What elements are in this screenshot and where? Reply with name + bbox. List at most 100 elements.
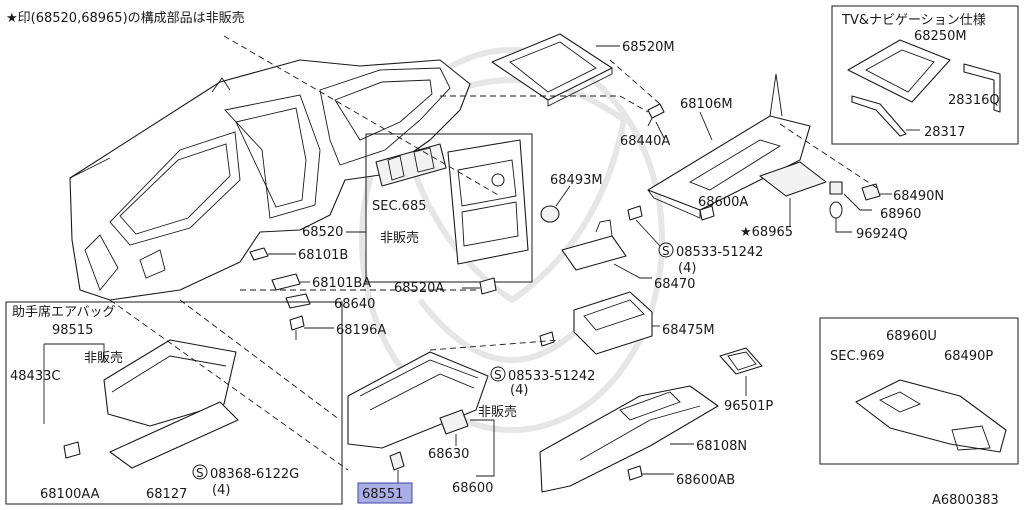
label-hihanbai-1[interactable]: 非販売 (380, 230, 419, 246)
assembly-line-2 (440, 95, 649, 113)
label-68196A[interactable]: 68196A (336, 323, 386, 338)
label-68250M[interactable]: 68250M (914, 29, 967, 44)
part-68101B-clip[interactable] (249, 247, 269, 261)
label-98515[interactable]: 98515 (52, 323, 93, 338)
part-68127-bracket[interactable] (109, 401, 239, 469)
part-sec685-switch[interactable] (375, 143, 447, 187)
leader-96924Q (835, 218, 852, 233)
leader-68600 (470, 419, 495, 477)
part-96501P-tray[interactable] (719, 347, 763, 375)
label-68600[interactable]: 68600 (452, 481, 493, 496)
part-96924Q-ring[interactable] (829, 201, 843, 219)
label-hihanbai-airbag[interactable]: 非販売 (84, 350, 123, 366)
label-68965[interactable]: ★68965 (740, 225, 793, 240)
leader-98515 (44, 343, 105, 362)
assembly-line-3 (609, 59, 661, 105)
label-08533-51242-a[interactable]: 08533-51242 (676, 245, 763, 260)
label-68101B[interactable]: 68101B (298, 248, 348, 263)
label-68520M[interactable]: 68520M (622, 40, 675, 55)
label-68960U[interactable]: 68960U (886, 329, 937, 344)
screw-symbol-b: S (494, 368, 502, 382)
part-console-shell[interactable] (855, 379, 1007, 453)
label-28317[interactable]: 28317 (924, 125, 965, 140)
label-qty-4-b: (4) (510, 383, 528, 398)
part-68600AB-screw[interactable] (627, 465, 643, 481)
assembly-line-8 (429, 339, 561, 351)
label-68108N[interactable]: 68108N (696, 439, 747, 454)
inset-console (819, 317, 1019, 465)
label-68520[interactable]: 68520 (302, 225, 343, 240)
label-08533-51242-b[interactable]: 08533-51242 (508, 369, 595, 384)
screw-symbol-c: S (196, 466, 204, 480)
part-68640-hook[interactable] (285, 293, 311, 309)
label-48433C[interactable]: 48433C (10, 369, 60, 384)
label-68490P[interactable]: 68490P (944, 349, 993, 364)
leader-68960 (843, 193, 872, 211)
label-68520A[interactable]: 68520A (394, 281, 444, 296)
label-68960[interactable]: 68960 (880, 207, 921, 222)
label-hihanbai-2[interactable]: 非販売 (478, 404, 517, 420)
label-68640[interactable]: 68640 (334, 297, 375, 312)
assembly-line-7 (109, 299, 349, 471)
label-68100AA[interactable]: 68100AA (40, 487, 100, 502)
label-qty-4-a: (4) (678, 261, 696, 276)
part-68630-latch[interactable] (439, 409, 469, 435)
part-28317-bracket[interactable] (851, 95, 907, 137)
part-68250M-panel[interactable] (847, 39, 951, 103)
highlight-68551 (357, 482, 413, 504)
label-sec685[interactable]: SEC.685 (372, 199, 427, 214)
leader-68470 (613, 263, 652, 279)
label-68470[interactable]: 68470 (654, 277, 695, 292)
part-68551-lock[interactable] (389, 451, 405, 471)
screw-callout-a[interactable]: S (627, 205, 674, 258)
part-68520M-cover[interactable] (491, 33, 613, 107)
label-28316Q[interactable]: 28316Q (948, 93, 1000, 108)
part-68106M-console[interactable] (647, 73, 811, 219)
part-68440A-screw[interactable] (647, 103, 665, 127)
label-68490N[interactable]: 68490N (893, 189, 944, 204)
part-68600-glove-box[interactable] (347, 351, 489, 449)
label-68630[interactable]: 68630 (428, 447, 469, 462)
label-68493M[interactable]: 68493M (550, 173, 603, 188)
part-68520A-screw[interactable] (479, 277, 497, 295)
label-96501P[interactable]: 96501P (724, 399, 773, 414)
instrument-panel[interactable] (69, 59, 471, 301)
screw-symbol-a: S (662, 244, 670, 258)
label-68127[interactable]: 68127 (146, 487, 187, 502)
part-68475M-screw[interactable] (539, 331, 555, 347)
screw-callout-b-circle (490, 366, 506, 382)
label-68551[interactable]: 68551 (362, 487, 403, 502)
part-68470-bracket[interactable] (561, 219, 627, 271)
part-68520-center-bezel[interactable] (447, 139, 529, 265)
assembly-line-1 (223, 35, 501, 197)
label-68101BA[interactable]: 68101BA (312, 276, 371, 291)
part-68475M-pocket[interactable] (573, 291, 653, 355)
part-68600A-screw[interactable] (699, 205, 715, 221)
leader-68493M (555, 185, 571, 207)
leader-screw-a (635, 219, 661, 247)
label-08368-6122G[interactable]: 08368-6122G (210, 467, 299, 482)
label-96924Q[interactable]: 96924Q (856, 227, 908, 242)
label-sec969[interactable]: SEC.969 (830, 349, 885, 364)
part-68196A-bolt[interactable] (289, 315, 305, 340)
assembly-line-6 (179, 299, 341, 421)
part-68100AA-bolt[interactable] (63, 441, 81, 459)
label-68106M[interactable]: 68106M (680, 97, 733, 112)
label-68475M[interactable]: 68475M (662, 323, 715, 338)
part-68101BA-clip[interactable] (271, 273, 301, 291)
part-68965-tray[interactable] (759, 161, 827, 197)
inset-tv-navi-title: TV&ナビゲーション仕様 (841, 13, 986, 28)
label-68600AB[interactable]: 68600AB (676, 473, 735, 488)
part-68108N-lower-cover[interactable] (539, 385, 719, 493)
inset-airbag (5, 301, 343, 505)
label-68440A[interactable]: 68440A (620, 134, 670, 149)
label-qty-4-c: (4) (212, 483, 230, 498)
part-68490N-cap[interactable] (861, 183, 881, 201)
part-98515-airbag-module[interactable] (103, 339, 237, 427)
label-68600A[interactable]: 68600A (698, 195, 748, 210)
leader-68440A (655, 121, 665, 139)
part-68960-clip[interactable] (829, 181, 843, 195)
part-68493M-plug[interactable] (540, 205, 560, 223)
header-note: ★印(68520,68965)の構成部品は非販売 (6, 10, 245, 26)
part-28316Q-bracket[interactable] (963, 63, 1001, 113)
